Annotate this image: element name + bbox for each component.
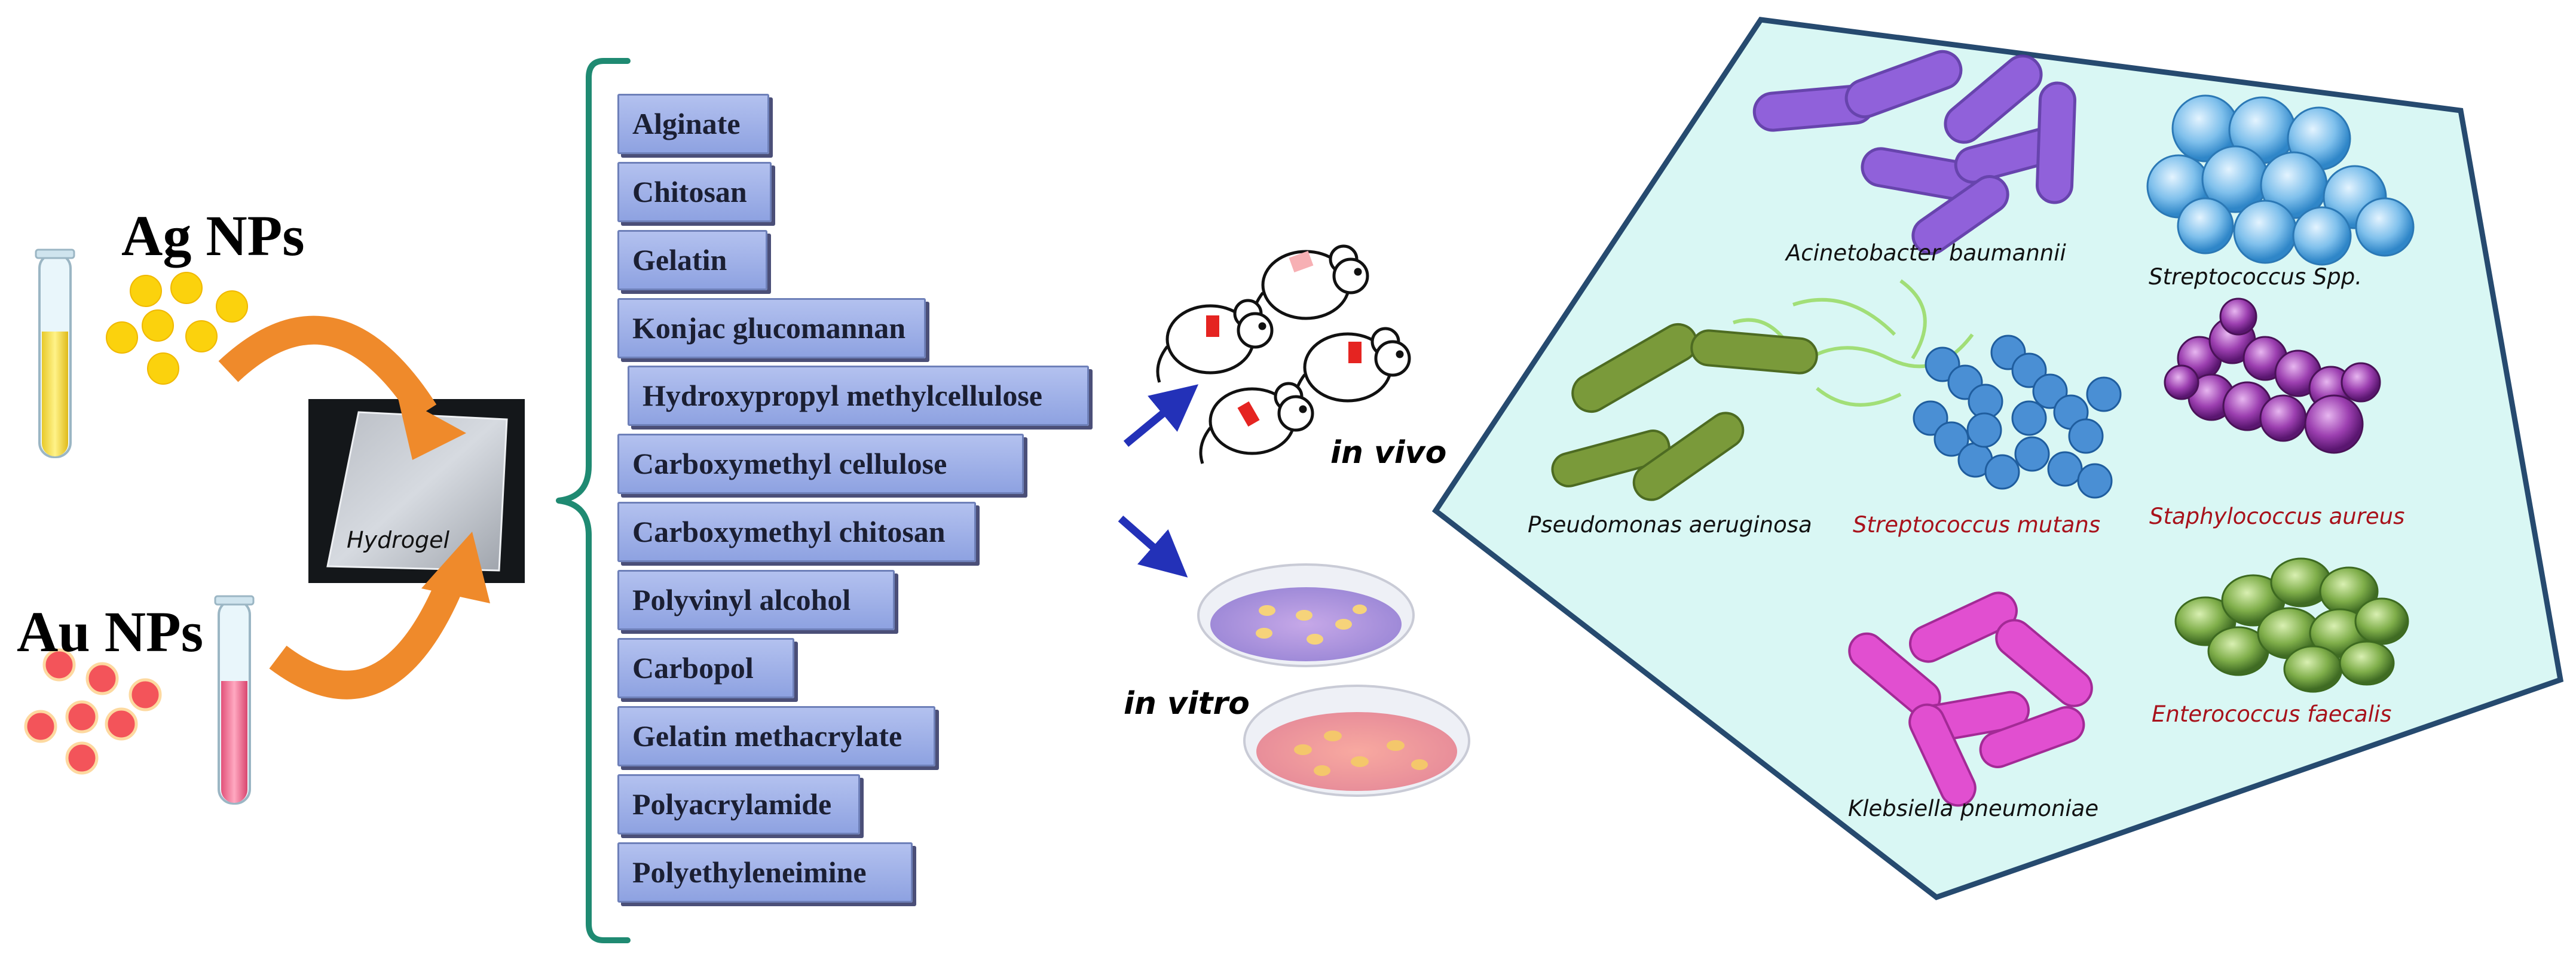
hydrogel-image-icon [308, 399, 525, 583]
polymer-item-chitosan: Chitosan [617, 162, 772, 222]
flagellated-rod-green-icon [1551, 279, 1974, 501]
klebsiella-pneumoniae-label: Klebsiella pneumoniae [1848, 796, 2099, 821]
ag-to-hydrogel-arrow-icon [218, 315, 466, 460]
au-to-hydrogel-arrow-icon [269, 532, 490, 700]
baumannii-label: baumannii [1949, 240, 2066, 266]
enterococcus-faecalis-label: Enterococcus faecalis [2152, 701, 2392, 727]
rod-bacteria-purple-icon [1752, 50, 2076, 255]
acinetobacter-label: Acinetobacter [1786, 240, 1941, 266]
hydrogel-label: Hydrogel [347, 527, 450, 553]
polymer-item-polyacrylamide: Polyacrylamide [617, 774, 860, 835]
mouse-icon [1252, 244, 1369, 326]
in-vitro-arrow-icon [1118, 516, 1188, 578]
pseudomonas-aeruginosa-label: Pseudomonas aeruginosa [1528, 512, 1812, 538]
cocci-chain-blue-icon [1913, 335, 2122, 499]
polymer-item-gelatin: Gelatin [617, 230, 767, 290]
mouse-icon [1199, 382, 1314, 464]
cocci-cluster-blue-icon [2146, 94, 2415, 266]
ag-nanoparticles-icon [106, 272, 248, 385]
mice-icon [1156, 244, 1411, 464]
petri-dish-purple-icon [1197, 563, 1415, 667]
in-vivo-arrow-icon [1123, 384, 1199, 447]
polymer-brace-icon [556, 58, 631, 943]
polymer-item-polyvinyl-alcohol: Polyvinyl alcohol [617, 570, 895, 630]
polymer-item-konjac-glucomannan: Konjac glucomannan [617, 298, 926, 358]
au-test-tube-icon [214, 595, 255, 805]
ag-nps-label: Ag NPs [121, 204, 305, 268]
streptococcus-mutans-label: Streptococcus mutans [1853, 512, 2101, 538]
polymer-item-carboxymethyl-chitosan: Carboxymethyl chitosan [617, 502, 976, 562]
rod-bacteria-magenta-icon [1848, 591, 2093, 807]
polymer-item-carboxymethyl-cellulose: Carboxymethyl cellulose [617, 434, 1024, 494]
au-nanoparticles-icon [24, 648, 162, 775]
streptococcus-spp-label: Streptococcus Spp. [2149, 264, 2362, 290]
polymer-item-alginate: Alginate [617, 94, 769, 154]
mouse-icon [1293, 327, 1411, 411]
ag-test-tube-icon [35, 249, 75, 458]
cocci-green-icon [2174, 557, 2409, 693]
mouse-icon [1156, 299, 1274, 383]
polymer-item-carbopol: Carbopol [617, 638, 794, 698]
petri-dish-pink-icon [1243, 685, 1470, 797]
au-nps-label: Au NPs [17, 600, 204, 664]
polymer-item-gelatin-methacrylate: Gelatin methacrylate [617, 706, 935, 766]
staphylococcus-aureus-label: Staphylococcus aureus [2149, 504, 2405, 529]
cocci-cluster-purple-icon [2164, 297, 2381, 454]
in-vivo-label: in vivo [1330, 435, 1447, 471]
in-vitro-label: in vitro [1124, 686, 1250, 722]
polymer-item-polyethyleneimine: Polyethyleneimine [617, 842, 913, 903]
polymer-item-hydroxypropyl-methylcellulose: Hydroxypropyl methylcellulose [628, 366, 1089, 426]
